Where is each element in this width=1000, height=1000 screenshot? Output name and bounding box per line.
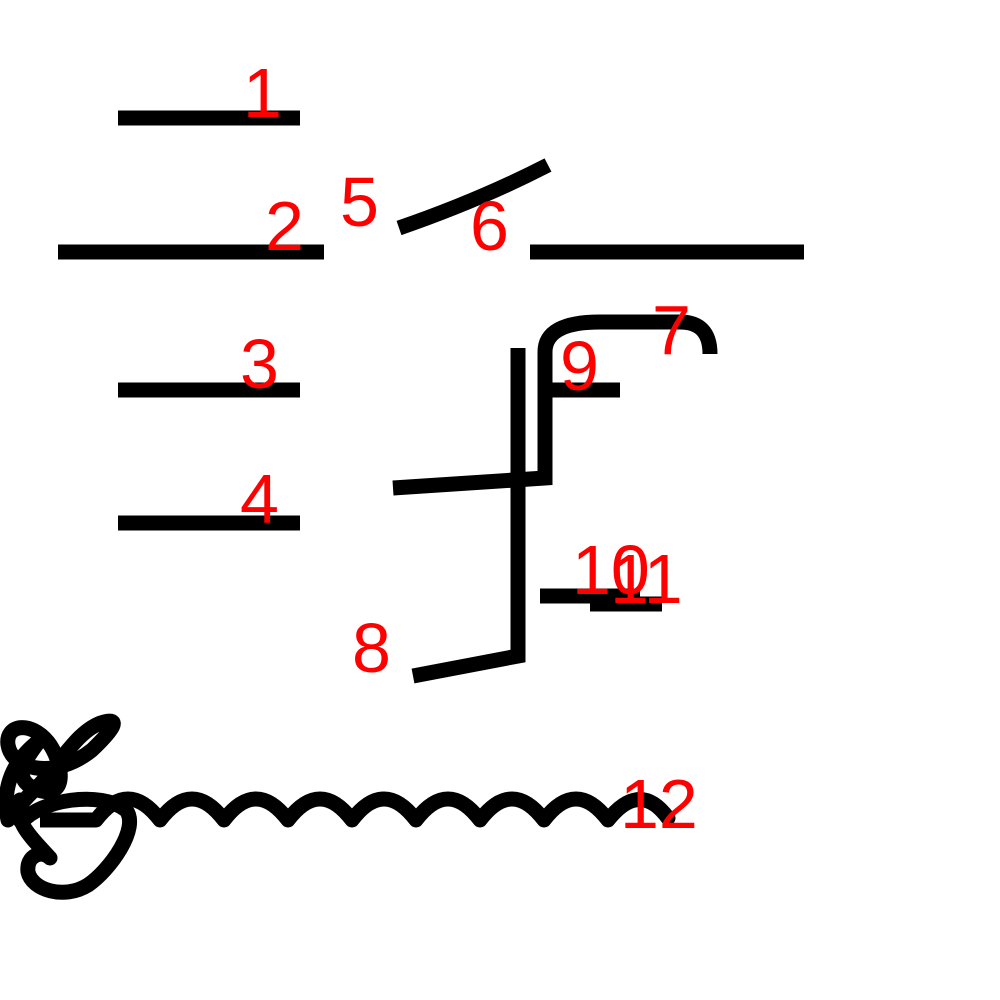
- label-7: 7: [652, 291, 691, 369]
- label-5: 5: [340, 163, 379, 241]
- label-6: 6: [470, 187, 509, 265]
- label-9: 9: [560, 327, 599, 405]
- label-3: 3: [240, 325, 279, 403]
- label-10: 10: [572, 531, 650, 609]
- label-1: 1: [243, 54, 282, 132]
- label-4: 4: [240, 460, 279, 538]
- stroke-7: [392, 314, 718, 496]
- label-2: 2: [265, 187, 304, 265]
- label-8: 8: [352, 609, 391, 687]
- label-12: 12: [620, 765, 698, 843]
- stroke-8: [411, 348, 526, 684]
- stroke-12: [0, 713, 676, 900]
- stroke-5: [396, 158, 552, 236]
- label-11: 11: [610, 540, 683, 618]
